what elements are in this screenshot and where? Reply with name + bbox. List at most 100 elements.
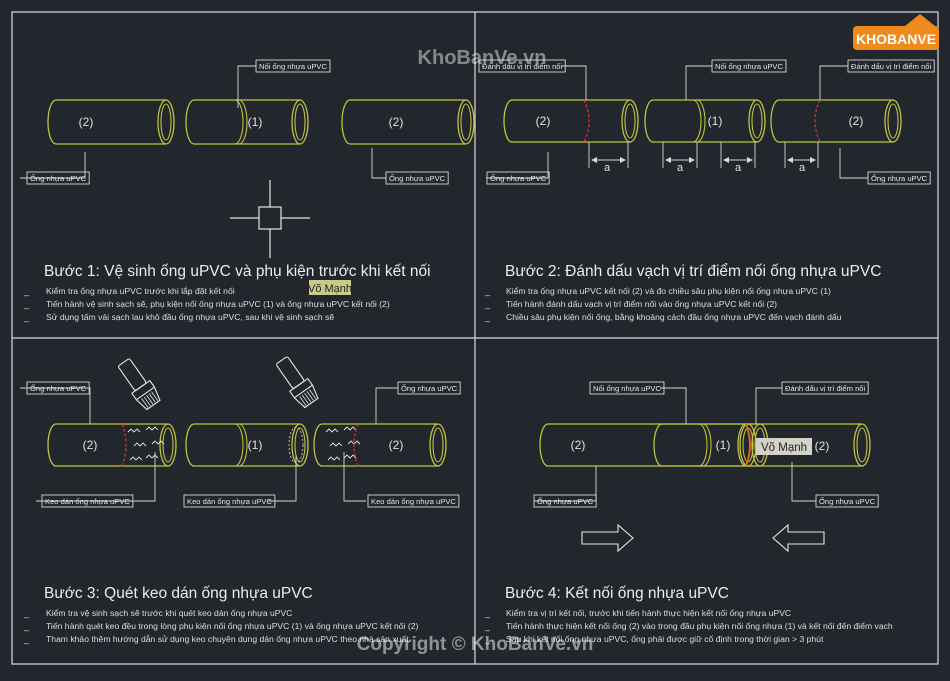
callout-box	[385, 171, 449, 185]
callout-leader	[343, 452, 366, 502]
callout-label: Đánh dấu vị trí điểm nối	[781, 381, 869, 395]
callout-leader	[819, 65, 848, 100]
step-1-line-3: Sử dụng tấm vải sạch lau khô đầu ống nhự…	[46, 312, 334, 322]
callout-box	[183, 494, 276, 508]
upvc-pipe: (2)	[47, 99, 175, 145]
callout-label: Nối ống nhựa uPVC	[711, 59, 787, 73]
pipe-number-label: (2)	[536, 114, 551, 128]
callout-box	[847, 59, 935, 73]
callout-leader	[534, 466, 597, 502]
step-4-title: Bước 4: Kết nối ống nhựa uPVC	[505, 585, 729, 602]
callout-text: Nối ống nhựa uPVC	[259, 62, 328, 71]
mark-line	[814, 99, 821, 143]
callout-label: Ống nhựa uPVC	[26, 171, 90, 185]
callout-text: Ống nhựa uPVC	[490, 173, 547, 183]
callout-label: Ống nhựa uPVC	[867, 171, 931, 185]
mark-line	[353, 423, 359, 467]
callout-box	[26, 171, 90, 185]
pipe-number-label: (2)	[83, 438, 98, 452]
bullet: _	[484, 299, 491, 309]
callout-leader	[791, 462, 816, 502]
author-tag-bg	[756, 438, 812, 455]
logo-badge	[853, 26, 939, 50]
pipe-number-label: (2)	[815, 439, 830, 453]
upvc-pipe	[737, 423, 871, 467]
dimension-label: a	[604, 162, 611, 174]
upvc-pipe: (2)	[313, 423, 447, 467]
callout-box	[711, 59, 787, 73]
glue-brush-icon	[118, 358, 161, 411]
callout-leader	[36, 452, 156, 502]
callout-box	[867, 171, 931, 185]
watermark-top: KhoBanVe.vn	[418, 47, 547, 69]
step-2-line-2: Tiến hành đánh dấu vạch vị trí điểm nối …	[506, 299, 777, 309]
pipe-fitting: (1)	[185, 423, 309, 467]
callout-label: Ống nhựa uPVC	[397, 381, 461, 395]
dimension-label: a	[799, 162, 806, 174]
callout-text: Ống nhựa uPVC	[401, 383, 458, 393]
step-4-line-2: Tiến hành thực hiện kết nối ống (2) vào …	[506, 621, 893, 631]
step-4-line-3: Sau khi kết nối ống nhựa uPVC, ống phải …	[506, 634, 824, 644]
glue-stroke	[329, 442, 343, 447]
step-3-line-3: Tham khảo thêm hướng dẫn sử dụng keo chu…	[46, 634, 409, 644]
mark-line	[583, 99, 590, 143]
bullet: _	[23, 299, 30, 309]
callout-label: Ống nhựa uPVC	[486, 171, 550, 185]
author-tag: Võ Mạnh	[761, 442, 807, 454]
pipe-number-label: (2)	[571, 438, 586, 452]
callout-box	[255, 59, 331, 73]
upvc-pipe: (2)	[47, 423, 177, 467]
callout-text: Đánh dấu vị trí điểm nối	[785, 384, 866, 393]
callout-leader	[486, 152, 549, 179]
watermark-bottom: Copyright © KhoBanVe.vn	[357, 634, 594, 655]
mark-line	[121, 423, 127, 467]
callout-leader	[755, 387, 782, 424]
dimension-label: a	[677, 162, 684, 174]
callout-label: Đánh dấu vị trí điểm nối	[478, 59, 566, 73]
callout-text: Keo dán ống nhựa uPVC	[187, 497, 272, 506]
step-2-line-1: Kiểm tra ống nhựa uPVC kết nối (2) và đo…	[506, 286, 831, 296]
callout-box	[781, 381, 869, 395]
step-4-line-1: Kiểm tra vị trí kết nối, trước khi tiến …	[506, 608, 791, 618]
callout-text: Keo dán ống nhựa uPVC	[45, 497, 130, 506]
callout-label: Keo dán ống nhựa uPVC	[367, 494, 460, 508]
glue-stroke	[145, 426, 159, 431]
callout-label: Ống nhựa uPVC	[26, 381, 90, 395]
callout-leader	[375, 387, 398, 424]
glue-stroke	[343, 426, 357, 431]
step-3-line-1: Kiểm tra vệ sinh sạch sẽ trước khi quét …	[46, 608, 292, 618]
step-2-panel: (2)(1)(2) a a a a	[478, 59, 935, 322]
callout-text: Ống nhựa uPVC	[30, 173, 87, 183]
callout-label: Keo dán ống nhựa uPVC	[183, 494, 276, 508]
upvc-pipe: (2)	[503, 99, 639, 143]
step-3-panel: (2) (1) (2) Ống nhựa uPVC Keo dán ống nhựa …	[20, 356, 461, 644]
callout-box	[367, 494, 460, 508]
bullet: _	[23, 286, 30, 296]
callout-box	[533, 494, 597, 508]
callout-leader	[685, 65, 712, 100]
step-1-line-2: Tiến hành vệ sinh sạch sẽ, phụ kiện nối …	[46, 299, 390, 309]
mark-line	[745, 423, 751, 467]
callout-label: Ống nhựa uPVC	[815, 494, 879, 508]
callout-text: Ống nhựa uPVC	[389, 173, 446, 183]
glue-stroke	[343, 454, 357, 459]
callout-box	[41, 494, 134, 508]
glue-stroke	[133, 442, 147, 447]
glue-brush-icon	[276, 356, 319, 409]
pipe-number-label: (2)	[389, 438, 404, 452]
callout-leader	[562, 65, 587, 100]
move-crosshair-icon	[230, 180, 310, 258]
pipe-number-label: (2)	[79, 115, 94, 129]
push-right-arrow-icon	[581, 523, 634, 553]
callout-leader	[20, 152, 86, 179]
dimension-label: a	[735, 162, 742, 174]
glue-stroke	[151, 440, 165, 445]
glue-stroke	[127, 428, 141, 433]
khobanve-logo: KHOBANVE	[853, 14, 939, 50]
bullet: _	[484, 286, 491, 296]
step-1-line-1: Kiểm tra ống nhựa uPVC trước khi lắp đặt…	[46, 286, 235, 296]
